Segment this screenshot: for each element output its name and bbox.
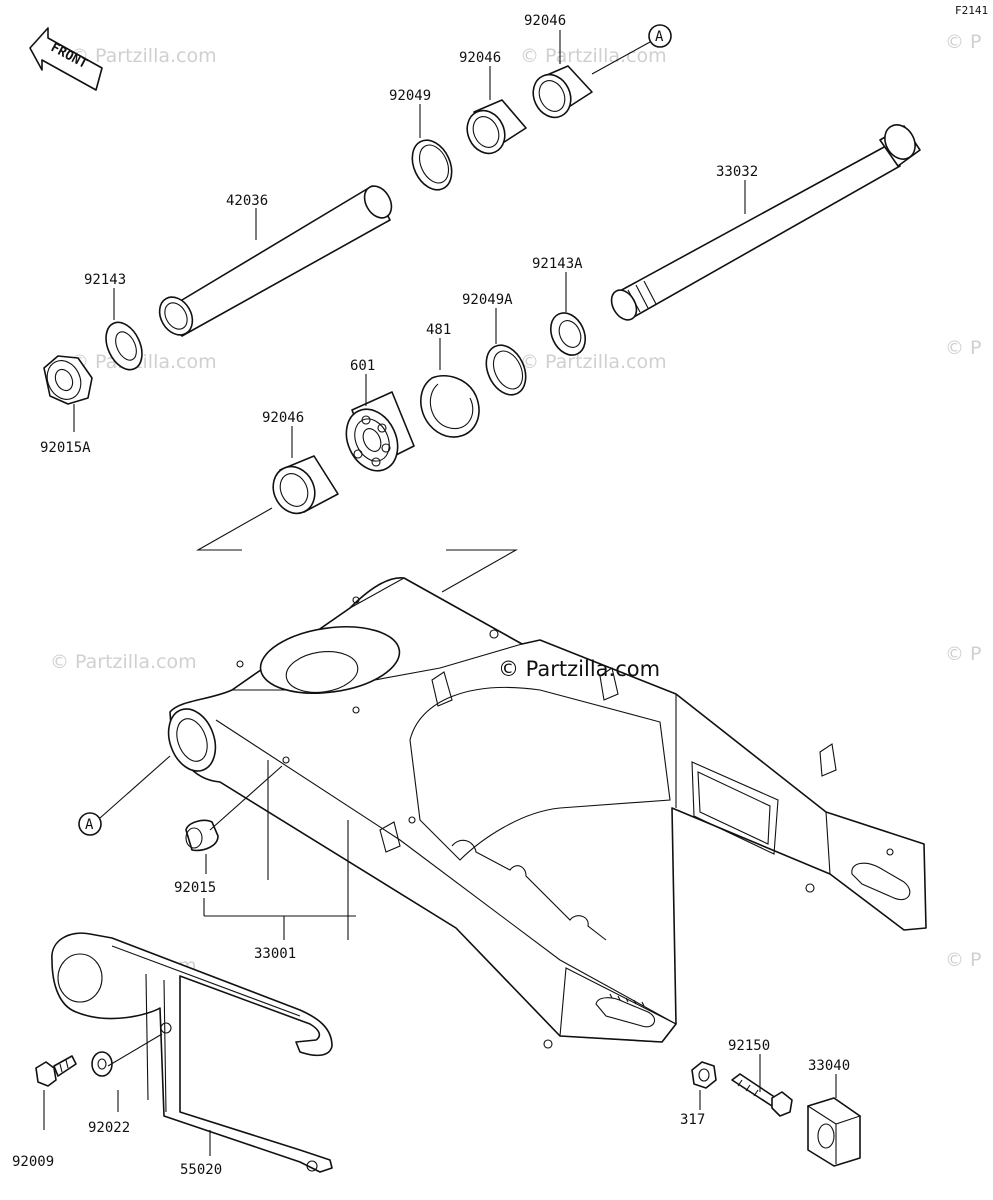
washer-92022: 92022 (88, 1033, 163, 1136)
ball-bearing-601: 601 (345, 358, 415, 472)
part-label-92049a: 92049A (462, 292, 513, 308)
part-label-33001: 33001 (254, 946, 296, 962)
collar-92049a: 92049A (462, 292, 527, 396)
part-label-92015: 92015 (174, 880, 216, 896)
part-label-92015a: 92015A (40, 440, 91, 456)
part-label-92046-top: 92046 (524, 13, 566, 29)
bolt-92150: 92150 (728, 1038, 793, 1117)
part-label-92046-low: 92046 (262, 410, 304, 426)
collar-92049: 92049 (389, 88, 453, 191)
explode-guide-right (441, 549, 519, 593)
watermark-text: © Partzilla.com (50, 651, 197, 673)
chain-guard-55020: 55020 (51, 932, 333, 1178)
part-label-55020: 55020 (180, 1162, 222, 1178)
plug-92015: 92015 (174, 765, 356, 940)
part-label-92009: 92009 (12, 1154, 54, 1170)
sleeve-42036: 42036 (158, 185, 393, 337)
part-label-601: 601 (350, 358, 375, 374)
watermark-text: © P (945, 949, 982, 971)
watermark-text: © Partzilla.com (70, 45, 217, 67)
part-label-92022: 92022 (88, 1120, 130, 1136)
part-label-317: 317 (680, 1112, 705, 1128)
part-label-92143a: 92143A (532, 256, 583, 272)
nut-92015a: 92015A (40, 355, 93, 456)
part-label-42036: 42036 (226, 193, 268, 209)
swing-arm-33001 (167, 577, 927, 1049)
watermark-text: © Partzilla.com (520, 351, 667, 373)
ref-marker-label: A (655, 29, 664, 45)
watermark-text: © Partzilla.com (520, 45, 667, 67)
ref-marker-a-bottom: A (78, 755, 171, 836)
pivot-shaft-33032: 33032 (610, 124, 921, 321)
part-label-481: 481 (426, 322, 451, 338)
part-label-92046-mid: 92046 (459, 50, 501, 66)
nut-317: 317 (680, 1061, 717, 1128)
part-label-92049: 92049 (389, 88, 431, 104)
watermark-text: © P (945, 337, 982, 359)
figure-code: F2141 (955, 4, 988, 17)
watermark-text: © Partzilla.com (70, 351, 217, 373)
part-label-33032: 33032 (716, 164, 758, 180)
collar-92143: 92143 (84, 272, 143, 371)
bolt-92009: 92009 (12, 1055, 77, 1170)
ref-marker-a-top: A (591, 24, 672, 75)
collar-92143a: 92143A (532, 256, 587, 356)
needle-bearing-top: 92046 (524, 13, 593, 119)
needle-bearing-mid: 92046 (459, 50, 527, 155)
circlip-481: 481 (420, 322, 480, 438)
adjuster-block-33040: 33040 (806, 1058, 862, 1167)
part-label-92143: 92143 (84, 272, 126, 288)
part-label-92150: 92150 (728, 1038, 770, 1054)
watermark-text: © P (945, 31, 982, 53)
watermark-main: © Partzilla.com (498, 657, 660, 681)
watermark-text: © P (945, 643, 982, 665)
part-label-33040: 33040 (808, 1058, 850, 1074)
needle-bearing-low: 92046 (262, 410, 339, 515)
explode-guide-left (195, 507, 273, 551)
ref-marker-label: A (85, 817, 94, 833)
